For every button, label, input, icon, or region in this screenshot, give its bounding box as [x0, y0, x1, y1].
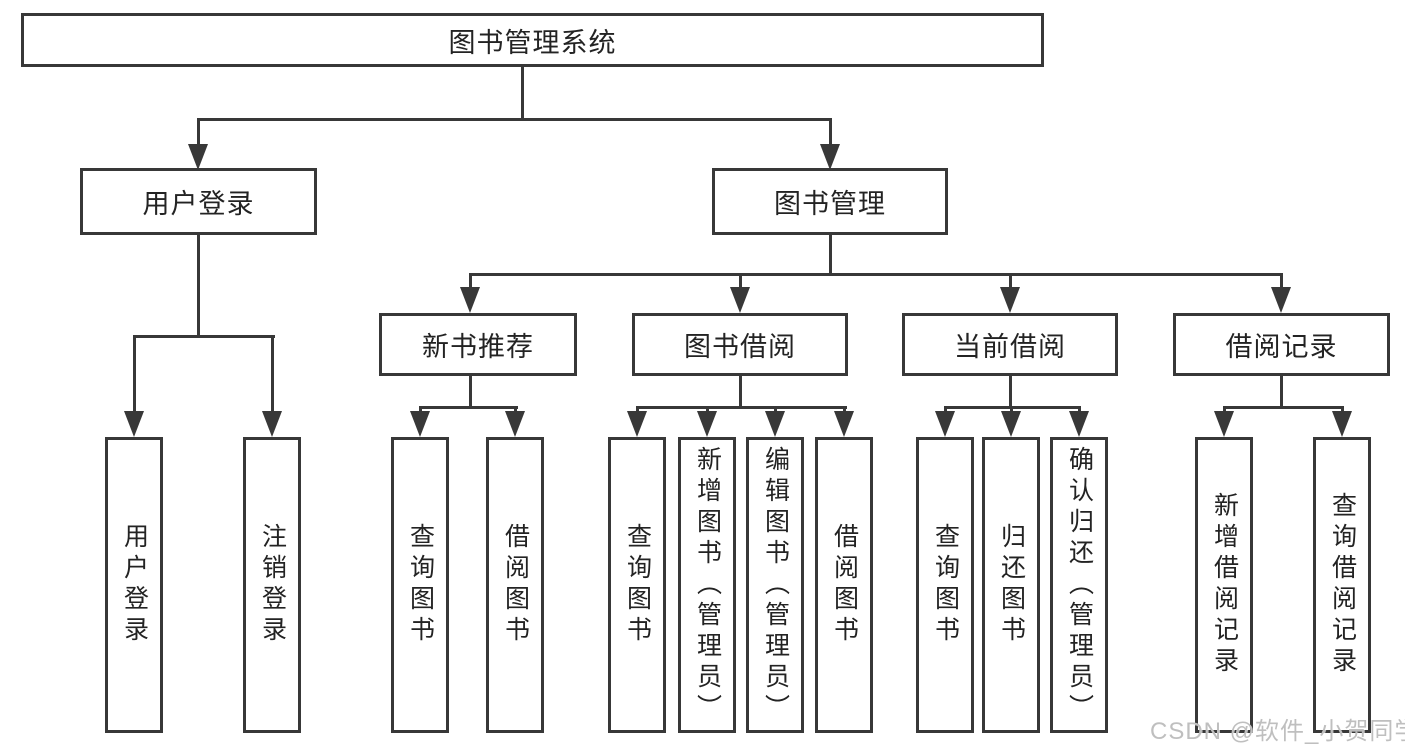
node-borrowing-records: 借阅记录	[1173, 313, 1390, 376]
connector-splitter	[944, 406, 1081, 409]
connector-stem	[469, 275, 472, 292]
arrow-down-icon	[935, 411, 955, 437]
node-leaf-confirm-return-admin: 确认归还（管理员）	[1050, 437, 1108, 733]
node-label: 图书借阅	[684, 332, 796, 362]
node-leaf-borrow-books-1: 借阅图书	[486, 437, 544, 733]
arrow-down-icon	[1069, 411, 1089, 437]
node-label: 借阅记录	[1225, 332, 1338, 362]
node-label: 图书管理	[774, 189, 886, 219]
connector-splitter	[419, 406, 518, 409]
connector-level2-splitter	[197, 118, 832, 121]
connector-level3-splitter	[469, 273, 1283, 276]
node-new-book-recommendation: 新书推荐	[379, 313, 577, 376]
node-label: 确认归还（管理员）	[1065, 445, 1094, 725]
arrow-down-icon	[730, 287, 750, 313]
node-label: 查询图书	[623, 523, 652, 647]
connector-stem	[739, 275, 742, 292]
arrow-down-icon	[188, 144, 208, 170]
node-label: 借阅图书	[830, 523, 859, 647]
node-label: 用户登录	[142, 189, 255, 219]
node-label: 新书推荐	[422, 332, 534, 362]
node-label: 新增借阅记录	[1210, 492, 1239, 678]
arrow-down-icon	[1000, 287, 1020, 313]
connector-stem	[197, 235, 200, 338]
connector-stem	[829, 120, 832, 148]
arrow-down-icon	[820, 144, 840, 170]
node-book-borrowing: 图书借阅	[632, 313, 848, 376]
node-label: 查询图书	[931, 523, 960, 647]
arrow-down-icon	[505, 411, 525, 437]
node-label: 归还图书	[997, 523, 1026, 647]
connector-splitter	[1223, 406, 1344, 409]
connector-stem	[829, 235, 832, 276]
connector-stem	[271, 337, 274, 415]
arrow-down-icon	[124, 411, 144, 437]
arrow-down-icon	[1332, 411, 1352, 437]
node-label: 用户登录	[120, 523, 149, 647]
arrow-down-icon	[1214, 411, 1234, 437]
connector-stem	[739, 376, 742, 409]
node-label: 编辑图书（管理员）	[761, 445, 790, 725]
node-book-management: 图书管理	[712, 168, 948, 235]
node-label: 新增图书（管理员）	[693, 445, 722, 725]
connector-splitter	[133, 335, 275, 338]
node-leaf-logout: 注销登录	[243, 437, 301, 733]
arrow-down-icon	[1271, 287, 1291, 313]
node-leaf-edit-books-admin: 编辑图书（管理员）	[746, 437, 804, 733]
connector-stem	[1009, 275, 1012, 292]
arrow-down-icon	[410, 411, 430, 437]
node-label: 借阅图书	[501, 523, 530, 647]
node-leaf-query-books-2: 查询图书	[608, 437, 666, 733]
node-leaf-query-books-1: 查询图书	[391, 437, 449, 733]
node-label: 查询图书	[406, 523, 435, 647]
connector-stem	[1280, 275, 1283, 292]
node-user-login: 用户登录	[80, 168, 317, 235]
node-leaf-add-books-admin: 新增图书（管理员）	[678, 437, 736, 733]
node-library-management-system: 图书管理系统	[21, 13, 1044, 67]
connector-stem	[197, 120, 200, 148]
connector-stem	[1280, 376, 1283, 409]
node-leaf-add-borrow-record: 新增借阅记录	[1195, 437, 1253, 733]
node-label: 查询借阅记录	[1328, 492, 1357, 678]
node-label: 图书管理系统	[448, 27, 617, 58]
node-leaf-query-borrow-record: 查询借阅记录	[1313, 437, 1371, 733]
connector-stem	[1009, 376, 1012, 409]
arrow-down-icon	[697, 411, 717, 437]
connector-splitter	[636, 406, 847, 409]
arrow-down-icon	[460, 287, 480, 313]
node-current-borrowing: 当前借阅	[902, 313, 1118, 376]
node-leaf-borrow-books-2: 借阅图书	[815, 437, 873, 733]
arrow-down-icon	[627, 411, 647, 437]
node-label: 当前借阅	[954, 332, 1066, 362]
connector-root-stem	[521, 67, 524, 120]
connector-stem	[133, 337, 136, 415]
arrow-down-icon	[1001, 411, 1021, 437]
node-leaf-return-books: 归还图书	[982, 437, 1040, 733]
node-label: 注销登录	[258, 523, 287, 647]
connector-stem	[469, 376, 472, 409]
csdn-watermark: CSDN @软件_小贺同学	[1150, 718, 1405, 745]
arrow-down-icon	[262, 411, 282, 437]
arrow-down-icon	[765, 411, 785, 437]
node-leaf-query-books-3: 查询图书	[916, 437, 974, 733]
node-leaf-user-login: 用户登录	[105, 437, 163, 733]
arrow-down-icon	[834, 411, 854, 437]
